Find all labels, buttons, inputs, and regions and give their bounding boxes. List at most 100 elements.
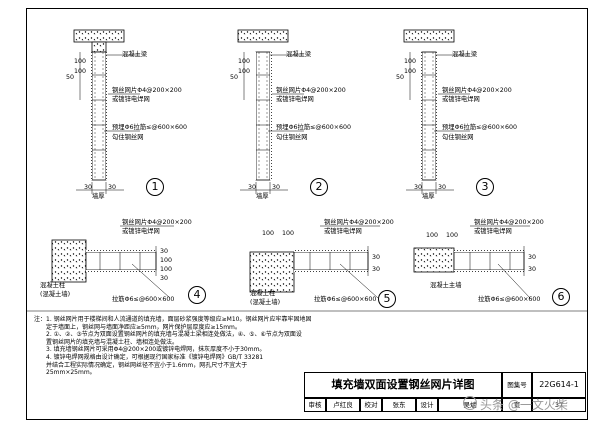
notes-head: 注： <box>34 316 47 323</box>
plan-4-dim-b: 100 <box>160 257 173 264</box>
plan-4-dim-d: 30 <box>160 275 169 282</box>
sign-review-name: 卢红良 <box>326 398 360 412</box>
detail-1-tie2-label: 勾住钢丝网 <box>112 134 144 141</box>
detail-1-wall-label: 墙厚 <box>92 193 105 200</box>
sign-check-name: 张东 <box>382 398 416 412</box>
detail-2-dim-50: 50 <box>230 74 239 81</box>
detail-2-mesh-label: 钢丝网片Φ4@200×200 <box>276 87 346 94</box>
note-line: 1. 钢丝网片用于楼梯间和人流通道的填充墙，面层砂浆强度等级应≥M10。钢丝网片… <box>46 316 312 323</box>
plan-4 <box>51 225 174 299</box>
detail-3-mesh2-label: 或镀锌电焊网 <box>442 96 480 103</box>
plan-6-mesh2-label: 或镀锌电焊网 <box>474 228 512 235</box>
detail-1-dim-100a: 100 <box>74 58 87 65</box>
plan-6-col-label: 混凝土主墙 <box>430 282 462 289</box>
detail-1-number: 1 <box>146 178 164 196</box>
plan-5-col2-label: (混凝土墙) <box>250 299 281 306</box>
notes-body: 1. 钢丝网片用于楼梯间和人流通道的填充墙，面层砂浆强度等级应≥M10。钢丝网片… <box>46 316 311 377</box>
note-line: 置钢丝网片的填充墙与混凝土柱、墙相连处做法。 <box>46 338 179 346</box>
detail-3-number: 3 <box>476 178 494 196</box>
plan-4-col2-label: (混凝土墙) <box>40 291 71 298</box>
note-line: 3. 填充墙钢丝网片可采用Φ4@200×200或镀锌电焊网，抹灰厚度不小于30m… <box>46 346 266 354</box>
wall-1 <box>91 51 107 181</box>
detail-2-beam-label: 混凝土梁 <box>286 51 312 58</box>
title-block: 填充墙双面设置钢丝网片详图 图集号 22G614-1 审核 卢红良 校对 张东 … <box>304 372 586 418</box>
note-line: 25mm×25mm。 <box>46 369 96 377</box>
sign-design-label: 设计 <box>416 398 438 412</box>
detail-1-tie-label: 预埋Φ6拉筋≤@600×600 <box>112 124 188 131</box>
detail-2-mesh2-label: 或镀锌电焊网 <box>276 96 314 103</box>
detail-3-dim-30b: 30 <box>438 184 447 191</box>
plan-5-dim-a: 100 <box>262 230 275 237</box>
plan-4-col-label: 混凝土柱 <box>40 282 66 289</box>
detail-1-mesh-label: 钢丝网片Φ4@200×200 <box>112 87 182 94</box>
plan-5 <box>249 225 380 299</box>
plan-5-mesh-label: 钢丝网片Φ4@200×200 <box>324 219 394 226</box>
plan-4-tie-label: 拉筋Φ6≤@600×600 <box>112 296 175 303</box>
detail-3-dim-30a: 30 <box>414 184 423 191</box>
detail-2 <box>237 29 304 194</box>
plan-4-mesh-label: 钢丝网片Φ4@200×200 <box>122 219 192 226</box>
plan-4-dim-c: 100 <box>160 266 173 273</box>
plan-4-mesh2-label: 或镀锌电焊网 <box>122 228 160 235</box>
note-line: 4. 镀锌电焊网规格由设计确定，可根据现行国家标准《镀锌电焊网》GB/T 332… <box>46 353 264 361</box>
plan-6 <box>413 225 531 299</box>
plan-5-number: 5 <box>378 290 396 308</box>
detail-1-beam-label: 混凝土梁 <box>122 51 148 58</box>
note-line: 2. ①、②、③节点为双面设置钢丝网片的填充墙与混凝土梁相连处做法，④、⑤、⑥节… <box>46 331 302 339</box>
plan-5-tie-label: 拉筋Φ6≤@600×600 <box>314 296 377 303</box>
plan-4-dim-a: 30 <box>160 248 169 255</box>
detail-1-dim-100b: 100 <box>74 68 87 75</box>
plan-5-dim-c: 30 <box>372 254 381 261</box>
detail-3-tie2-label: 勾住钢丝网 <box>442 134 474 141</box>
atlas-label: 图集号 <box>502 372 532 398</box>
detail-3-wall-label: 墙厚 <box>422 193 435 200</box>
detail-2-dim-100a: 100 <box>238 58 251 65</box>
watermark-logo-icon <box>463 396 477 410</box>
detail-1-dim-50: 50 <box>66 74 75 81</box>
detail-3-mesh-label: 钢丝网片Φ4@200×200 <box>442 87 512 94</box>
page-label: 页 <box>502 398 532 412</box>
detail-2-tie2-label: 勾住钢丝网 <box>276 134 308 141</box>
plan-6-dim-a: 100 <box>426 232 439 239</box>
drawing-sheet <box>26 8 588 420</box>
detail-3-dim-100a: 100 <box>404 58 417 65</box>
detail-2-dim-100b: 100 <box>238 68 251 75</box>
plan-6-dim-d: 30 <box>528 266 537 273</box>
atlas-number: 22G614-1 <box>532 372 586 398</box>
plan-5-col-label: 混凝土柱 <box>250 290 276 297</box>
plan-6-number: 6 <box>552 288 570 306</box>
wall-3 <box>421 51 437 181</box>
detail-1-dim-30b: 30 <box>108 184 117 191</box>
detail-2-number: 2 <box>310 178 328 196</box>
plan-6-dim-c: 30 <box>528 254 537 261</box>
watermark-text: 头条 @一文火柴 <box>480 398 568 412</box>
plan-6-mesh-label: 钢丝网片Φ4@200×200 <box>474 219 544 226</box>
beam-1 <box>73 29 125 43</box>
plan-5-dim-b: 100 <box>282 230 295 237</box>
detail-3 <box>403 29 470 194</box>
plan-5-dim-d: 30 <box>372 266 381 273</box>
plan-5-mesh2-label: 或镀锌电焊网 <box>324 228 362 235</box>
detail-2-wall-label: 墙厚 <box>256 193 269 200</box>
note-line: 定于墙面上，钢丝网与墙面净距应≥5mm，网片保护层厚度应≥15mm。 <box>46 323 241 331</box>
sign-review-label: 审核 <box>304 398 326 412</box>
detail-3-tie-label: 预埋Φ6拉筋≤@600×600 <box>442 124 518 131</box>
plan-6-dim-b: 100 <box>446 232 459 239</box>
detail-2-tie-label: 预埋Φ6拉筋≤@600×600 <box>276 124 352 131</box>
detail-1-dim-30a: 30 <box>84 184 93 191</box>
drawing-title: 填充墙双面设置钢丝网片详图 <box>304 372 502 398</box>
detail-2-dim-30b: 30 <box>272 184 281 191</box>
sign-check-label: 校对 <box>360 398 382 412</box>
detail-1 <box>73 29 140 194</box>
wall-2 <box>255 51 271 181</box>
detail-3-dim-100b: 100 <box>404 68 417 75</box>
detail-3-beam-label: 混凝土梁 <box>452 51 478 58</box>
plan-4-number: 4 <box>188 286 206 304</box>
page-number: 37 <box>532 398 586 412</box>
detail-2-dim-30a: 30 <box>248 184 257 191</box>
detail-1-mesh2-label: 或镀锌电焊网 <box>112 96 150 103</box>
detail-3-dim-50: 50 <box>396 74 405 81</box>
plan-6-tie-label: 拉筋Φ6≤@600×600 <box>478 296 541 303</box>
note-line: 并结合工程实际情况确定，钢丝网丝径不宜小于1.6mm，网孔尺寸不宜大于 <box>46 361 248 369</box>
